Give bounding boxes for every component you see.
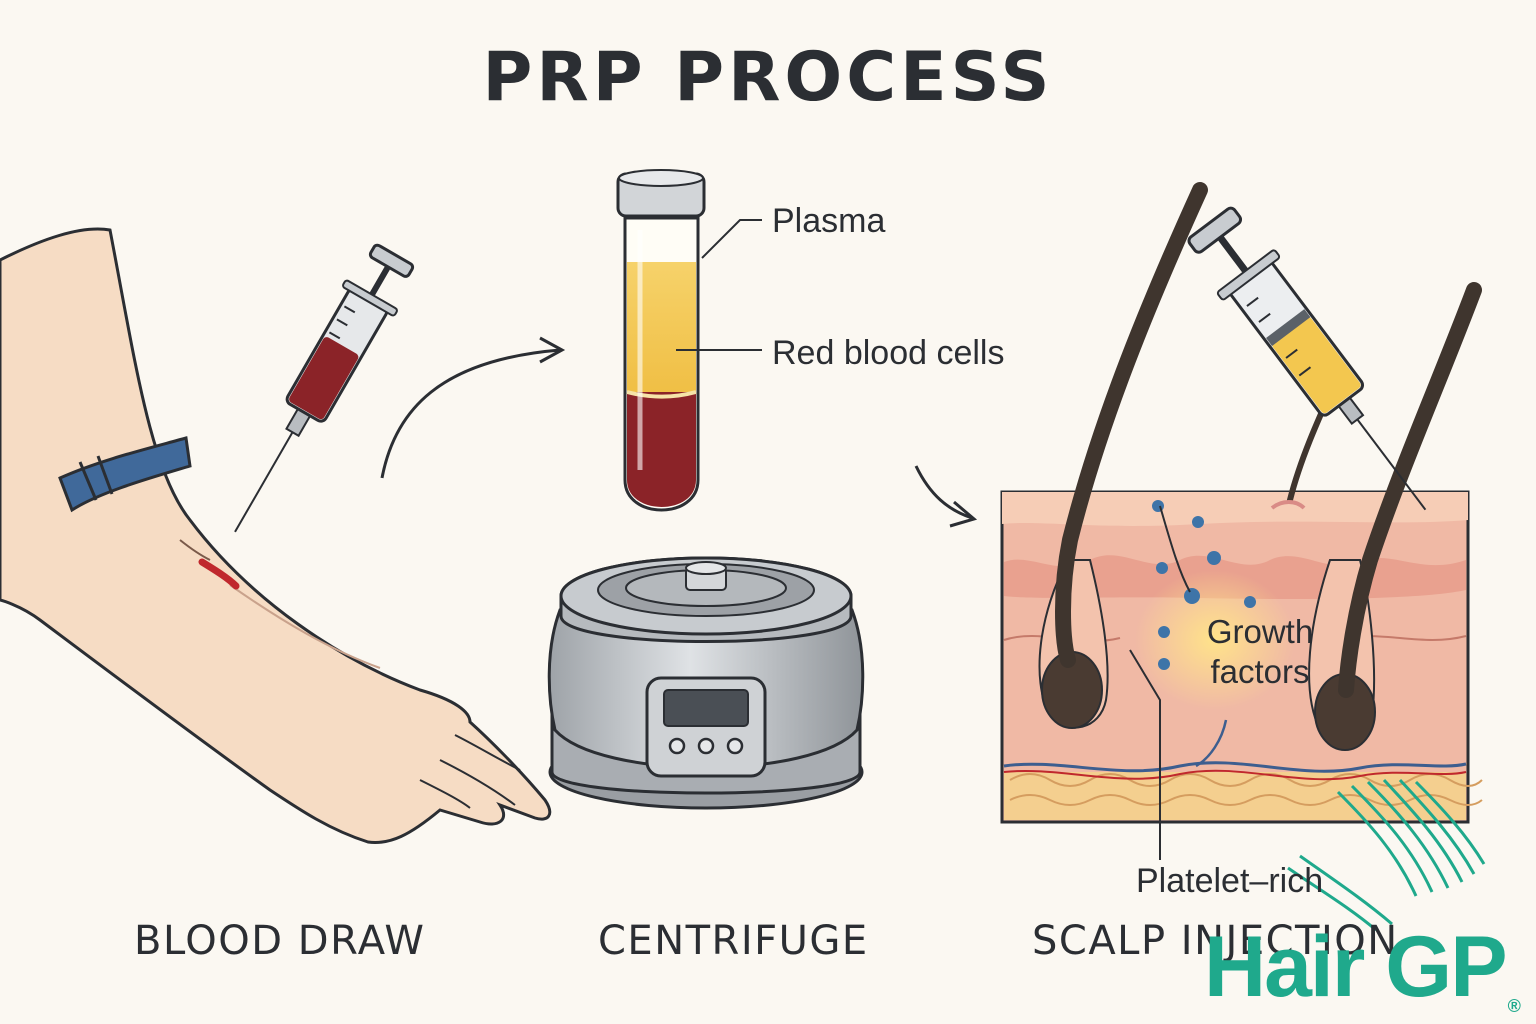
step-caption-blood-draw: BLOOD DRAW	[134, 918, 426, 964]
hair-strand-right	[1338, 282, 1482, 698]
arrow-head-1	[539, 336, 566, 364]
growth-factors-line-1: Growth	[1206, 613, 1314, 650]
arm-illustration	[0, 227, 552, 845]
vein-puncture	[198, 558, 240, 590]
red-blood-cells-label: Red blood cells	[772, 334, 1005, 372]
tourniquet	[58, 436, 192, 513]
growth-factor-pointer	[1159, 505, 1191, 593]
platelet-leader-line	[1129, 649, 1161, 860]
step-caption-centrifuge: CENTRIFUGE	[598, 918, 869, 964]
scalp-cross-section	[1000, 490, 1483, 824]
arrow-to-scalp	[914, 465, 973, 520]
growth-factors-label: Growth factors	[1170, 612, 1350, 692]
plasma-label: Plasma	[772, 202, 886, 240]
step-caption-scalp-injection: SCALP INJECTION	[1032, 918, 1399, 964]
arrow-head-2	[949, 500, 978, 528]
test-tube-icon	[616, 169, 706, 512]
hair-strand-left	[1055, 182, 1208, 668]
arrow-to-centrifuge	[380, 348, 561, 479]
blood-syringe-icon	[234, 243, 415, 533]
platelet-rich-label: Platelet–rich	[1136, 862, 1324, 900]
diagram-title: PRP PROCESS	[482, 38, 1054, 117]
logo-text-hair: Hair	[1204, 919, 1365, 1015]
prp-syringe-icon	[1187, 206, 1427, 511]
centrifuge-icon	[547, 556, 865, 810]
logo-swoosh-icon	[1287, 778, 1486, 932]
logo-text-gp: GP	[1385, 919, 1507, 1015]
plasma-leader-line	[701, 219, 762, 259]
growth-factors-line-2: factors	[1210, 653, 1310, 690]
logo-registered-mark: ®	[1507, 996, 1521, 1016]
